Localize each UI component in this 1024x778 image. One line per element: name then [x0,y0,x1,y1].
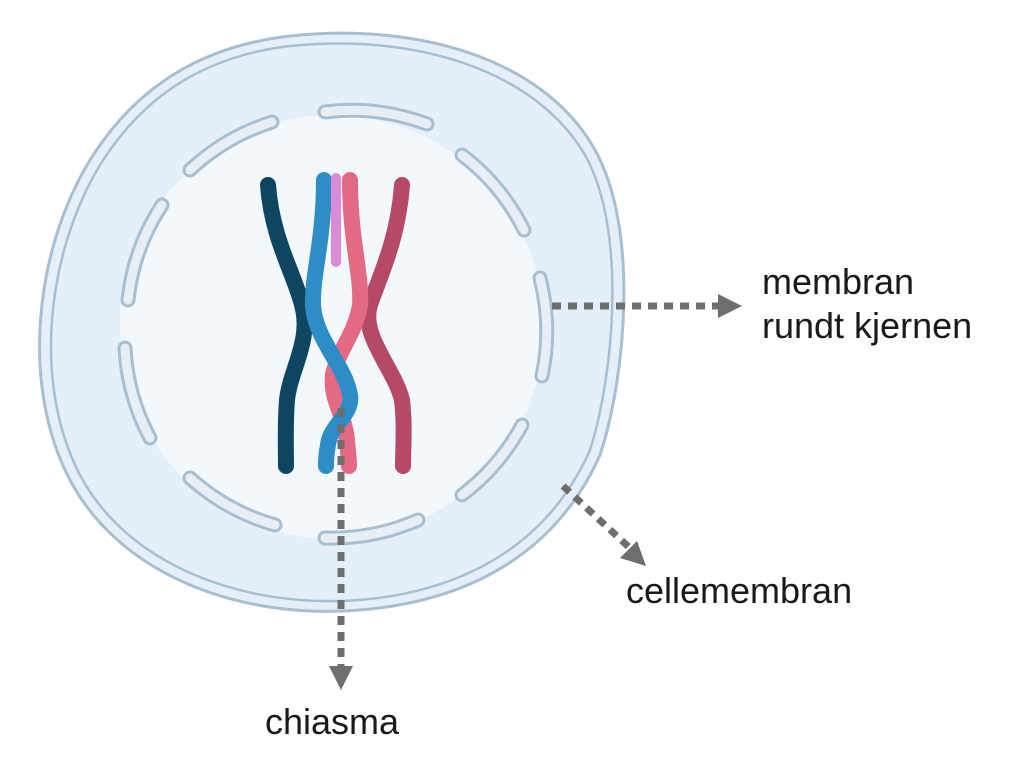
cell-membrane-label: cellemembran [626,570,853,611]
cell-membrane-inner [49,42,614,603]
chromatid-dark-red [360,177,412,474]
dotted-arrow-icon [552,294,742,318]
nucleus [117,102,555,546]
nuclear-membrane-label-line2: rundt kjernen [762,305,973,346]
nucleoplasm [120,115,544,539]
dotted-arrow-icon [329,408,353,690]
pointer-arrows [329,294,742,690]
chromatid-dark-blue [260,177,313,474]
nuclear-membrane-label-line1: membran [762,261,915,302]
nuclear-membrane-label: membran rundt kjernen [762,260,972,348]
chromatid-light-blue [304,172,359,474]
nuclear-envelope [117,102,555,546]
dotted-arrow-icon [560,483,646,566]
chiasma-label: chiasma [265,701,400,742]
homologous-chromosomes [260,172,412,474]
